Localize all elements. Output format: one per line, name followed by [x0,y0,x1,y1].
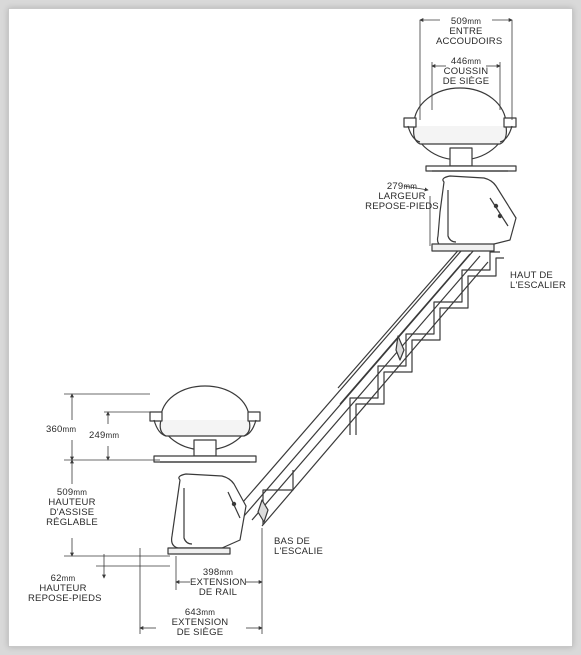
stairlift-bottom [149,385,261,555]
label-rail-extension: 398mm EXTENSION DE RAIL [190,567,247,598]
label-footrest-width: 279mm LARGEUR REPOSE-PIEDS [365,181,439,212]
label-between-armrests: 509mm ENTRE ACCOUDOIRS [436,16,503,47]
label-top-of-stairs: HAUT DE L'ESCALIER [510,270,567,291]
dimension-lines [64,18,513,634]
label-footrest-height: 62mm HAUTEUR REPOSE-PIEDS [28,573,102,604]
rail [235,242,489,527]
label-height-249: 249mm [89,430,120,441]
label-seat-cushion: 446mm COUSSIN DE SIÈGE [442,56,490,87]
label-height-360: 360mm [46,424,77,435]
label-bottom-of-stairs: BAS DE L'ESCALIE [274,536,324,557]
stairlift-top [403,87,517,252]
label-seat-extension: 643mm EXTENSION DE SIÈGE [171,607,229,638]
staircase [262,251,504,525]
label-seat-height: 509mm HAUTEUR D'ASSISE RÉGLABLE [46,487,98,528]
